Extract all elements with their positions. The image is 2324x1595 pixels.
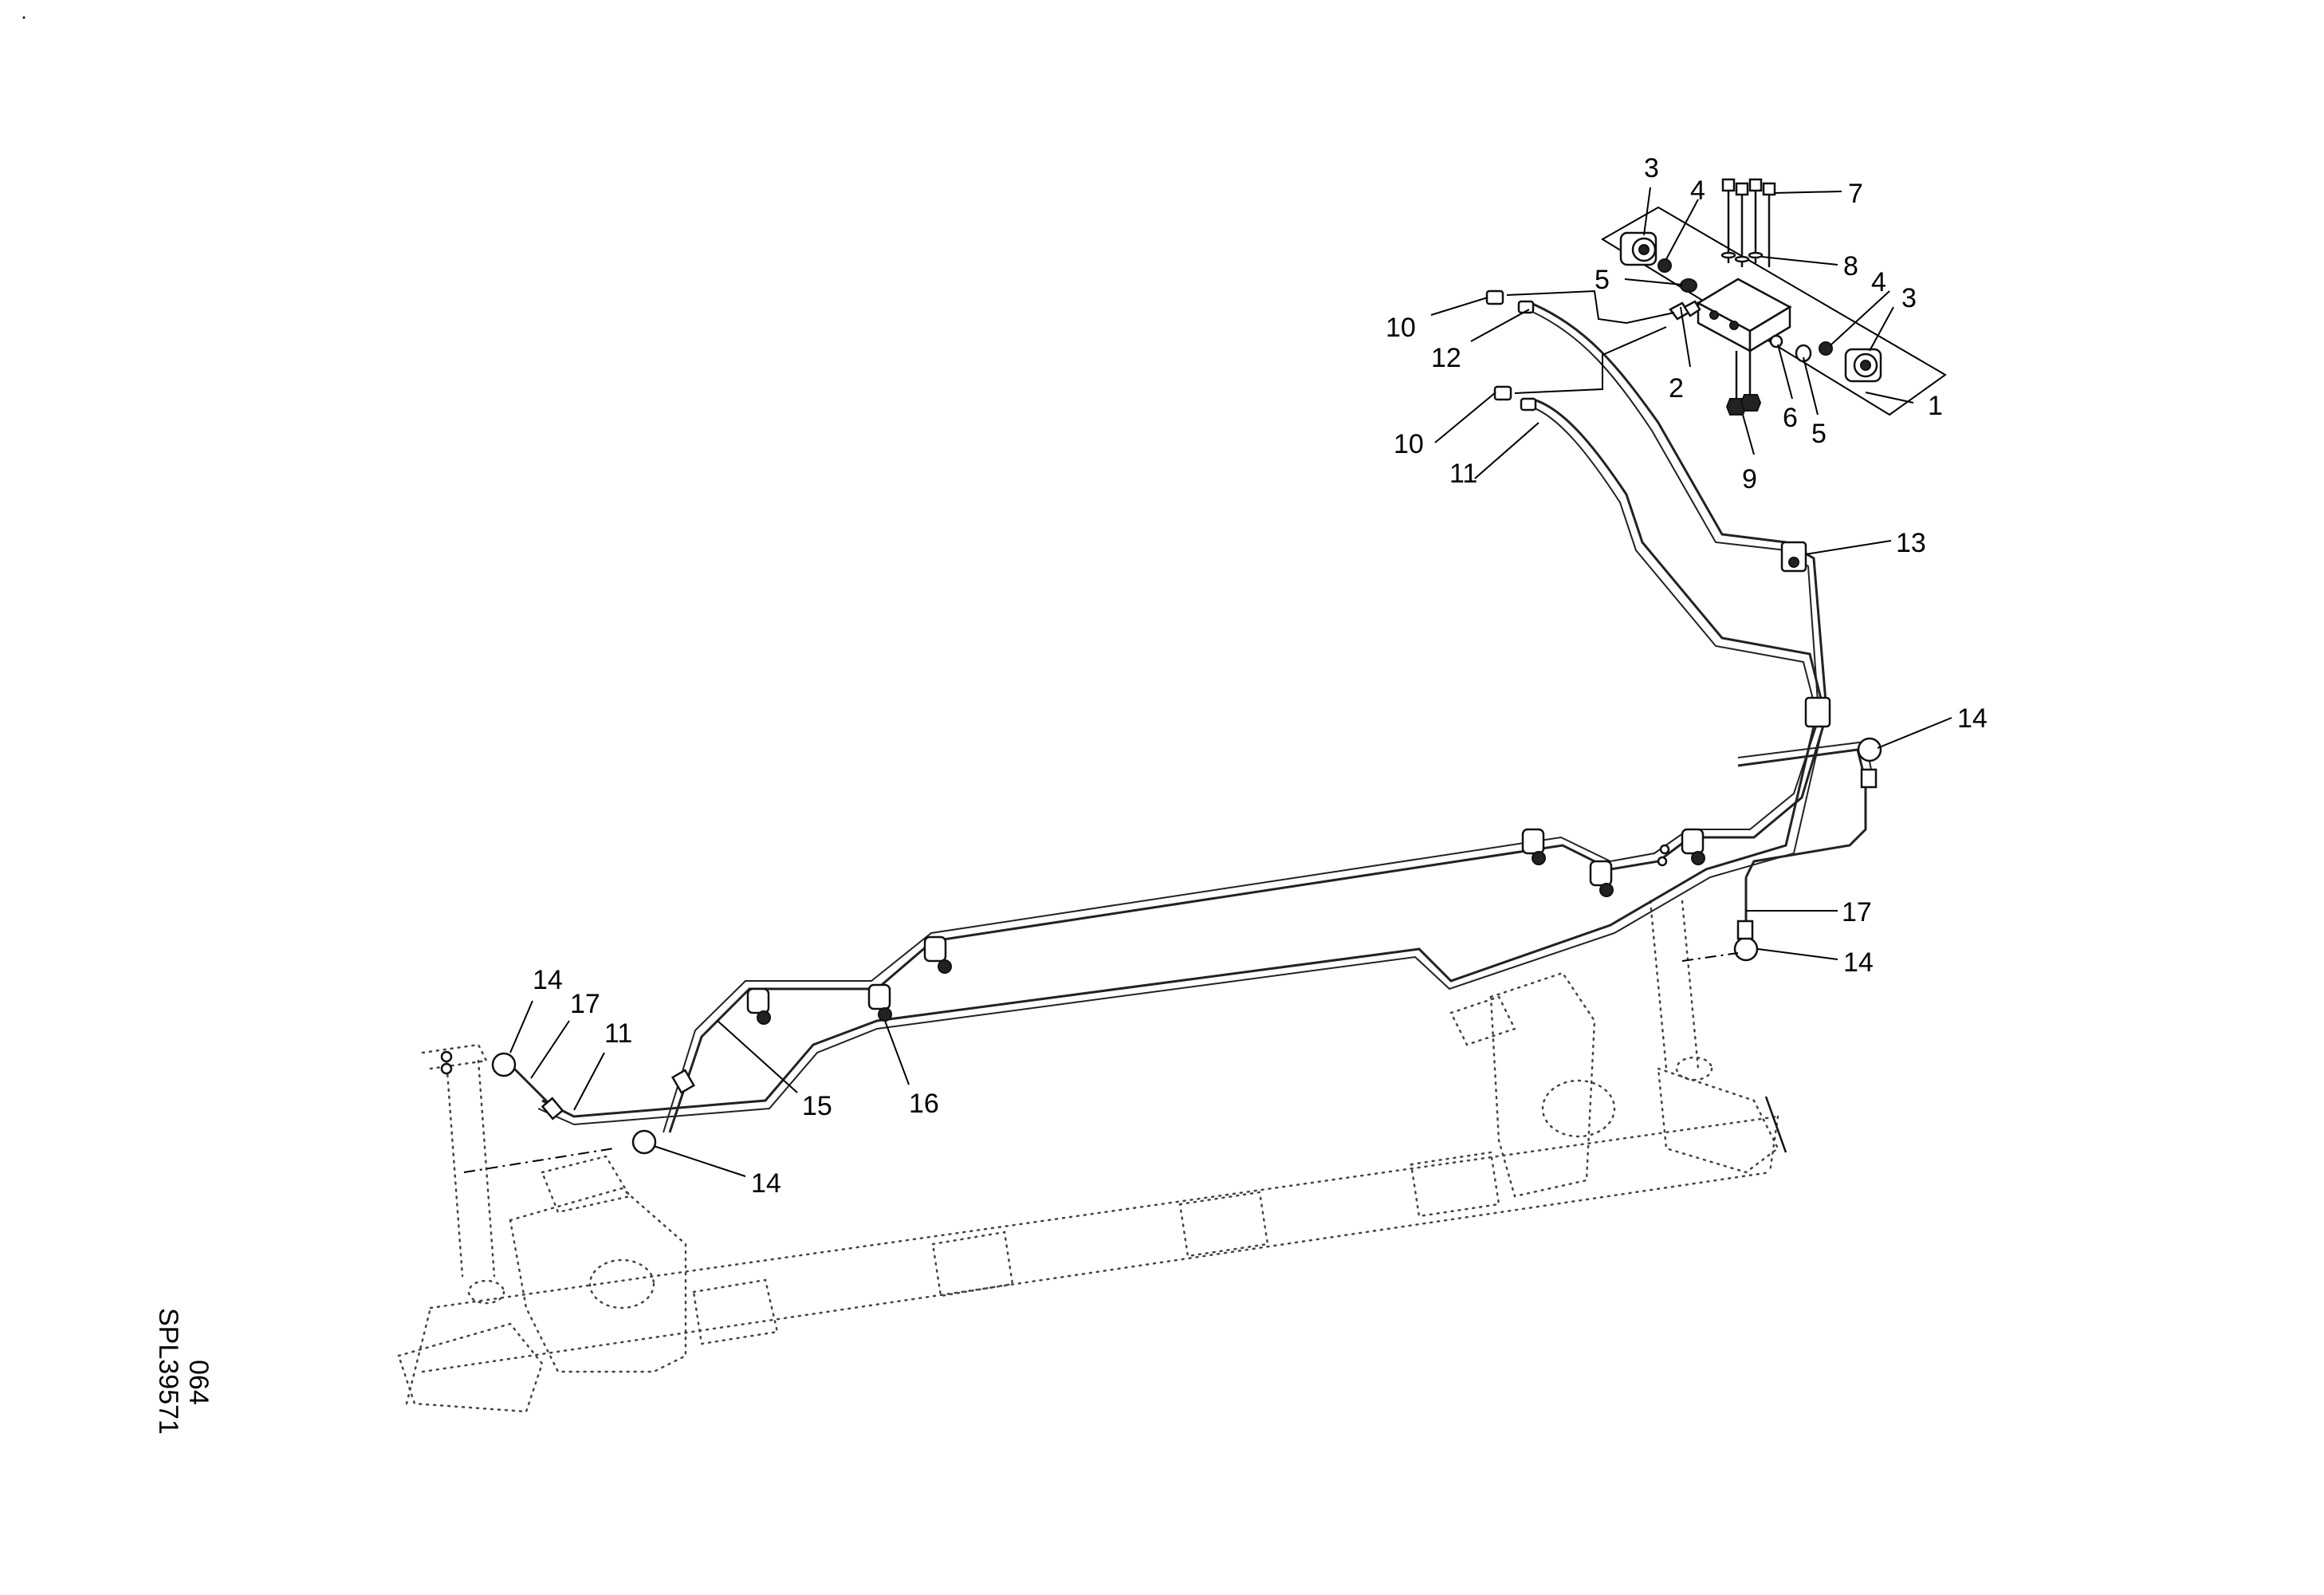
callout-leaders (509, 187, 1952, 1177)
callout-14: 14 (533, 965, 563, 995)
callout-10: 10 (1386, 313, 1416, 343)
callout-17: 17 (1842, 897, 1872, 927)
pipe-clip-13 (1780, 541, 1807, 573)
callout-12: 12 (1431, 343, 1461, 373)
sensor-right (1844, 348, 1882, 383)
callout-4: 4 (1690, 175, 1705, 206)
callout-8: 8 (1843, 251, 1858, 282)
right-knuckle (1449, 900, 1779, 1198)
valve-block (1696, 278, 1792, 353)
valve-block-assembly (1485, 178, 1947, 416)
callout-4: 4 (1871, 267, 1886, 297)
pipe-clip-13-lower (1804, 696, 1831, 728)
drawing-reference-number: SPL39571 (153, 1308, 183, 1435)
callout-14: 14 (1843, 947, 1874, 978)
tee-piece (491, 1052, 517, 1077)
callout-numbers: 1 2 3 3 4 4 5 5 6 7 8 9 10 10 11 11 12 1… (533, 153, 1988, 1199)
callout-14: 14 (751, 1168, 781, 1199)
brake-pipe-lower-run (541, 709, 1819, 1118)
callout-9: 9 (1742, 464, 1757, 494)
callout-11: 11 (1449, 459, 1477, 489)
drawing-reference: SPL39571 064 (153, 1308, 214, 1435)
beam-bracket (692, 1151, 1500, 1345)
callout-11: 11 (604, 1018, 632, 1049)
callout-14: 14 (1957, 703, 1988, 734)
brake-pipe-11-right (1530, 397, 1827, 719)
brake-pipe-upper-run (668, 717, 1827, 1133)
pipe-clip (1521, 828, 1546, 865)
tee-pieces (440, 737, 1882, 1173)
callout-17: 17 (570, 989, 600, 1019)
callout-10: 10 (1394, 429, 1424, 459)
drawing-reference-suffix: 064 (183, 1360, 214, 1405)
nuts (1725, 351, 1762, 415)
pipe-clip (923, 935, 952, 974)
pipe-clip (1589, 860, 1614, 897)
callout-2: 2 (1669, 373, 1684, 404)
brake-pipe-routing (509, 301, 1874, 1133)
callout-6: 6 (1783, 403, 1798, 433)
corner-mark (22, 16, 26, 19)
left-knuckle (397, 1043, 687, 1413)
callout-3: 3 (1901, 283, 1917, 313)
sensor-left (1619, 231, 1657, 266)
axle-assembly-outline (397, 900, 1787, 1413)
tee-piece (1857, 737, 1882, 789)
callout-3: 3 (1644, 153, 1659, 183)
mounting-bolts (1721, 178, 1776, 267)
pipe-clip (746, 987, 771, 1025)
brake-pipe-12 (1530, 301, 1827, 703)
callout-16: 16 (909, 1089, 939, 1119)
pipe-clip (1681, 828, 1705, 865)
callout-7: 7 (1848, 179, 1863, 209)
callout-5: 5 (1811, 419, 1827, 449)
pipe-clip (867, 983, 892, 1022)
pipe-connector-10-lower (1493, 385, 1537, 412)
tee-piece (1733, 920, 1759, 962)
callout-15: 15 (802, 1091, 832, 1121)
tee-piece (631, 1069, 696, 1155)
callout-13: 13 (1896, 528, 1926, 558)
callout-5: 5 (1595, 265, 1610, 295)
callout-1: 1 (1928, 391, 1943, 421)
pipe-clips (746, 541, 1831, 1025)
washers (1720, 251, 1764, 263)
